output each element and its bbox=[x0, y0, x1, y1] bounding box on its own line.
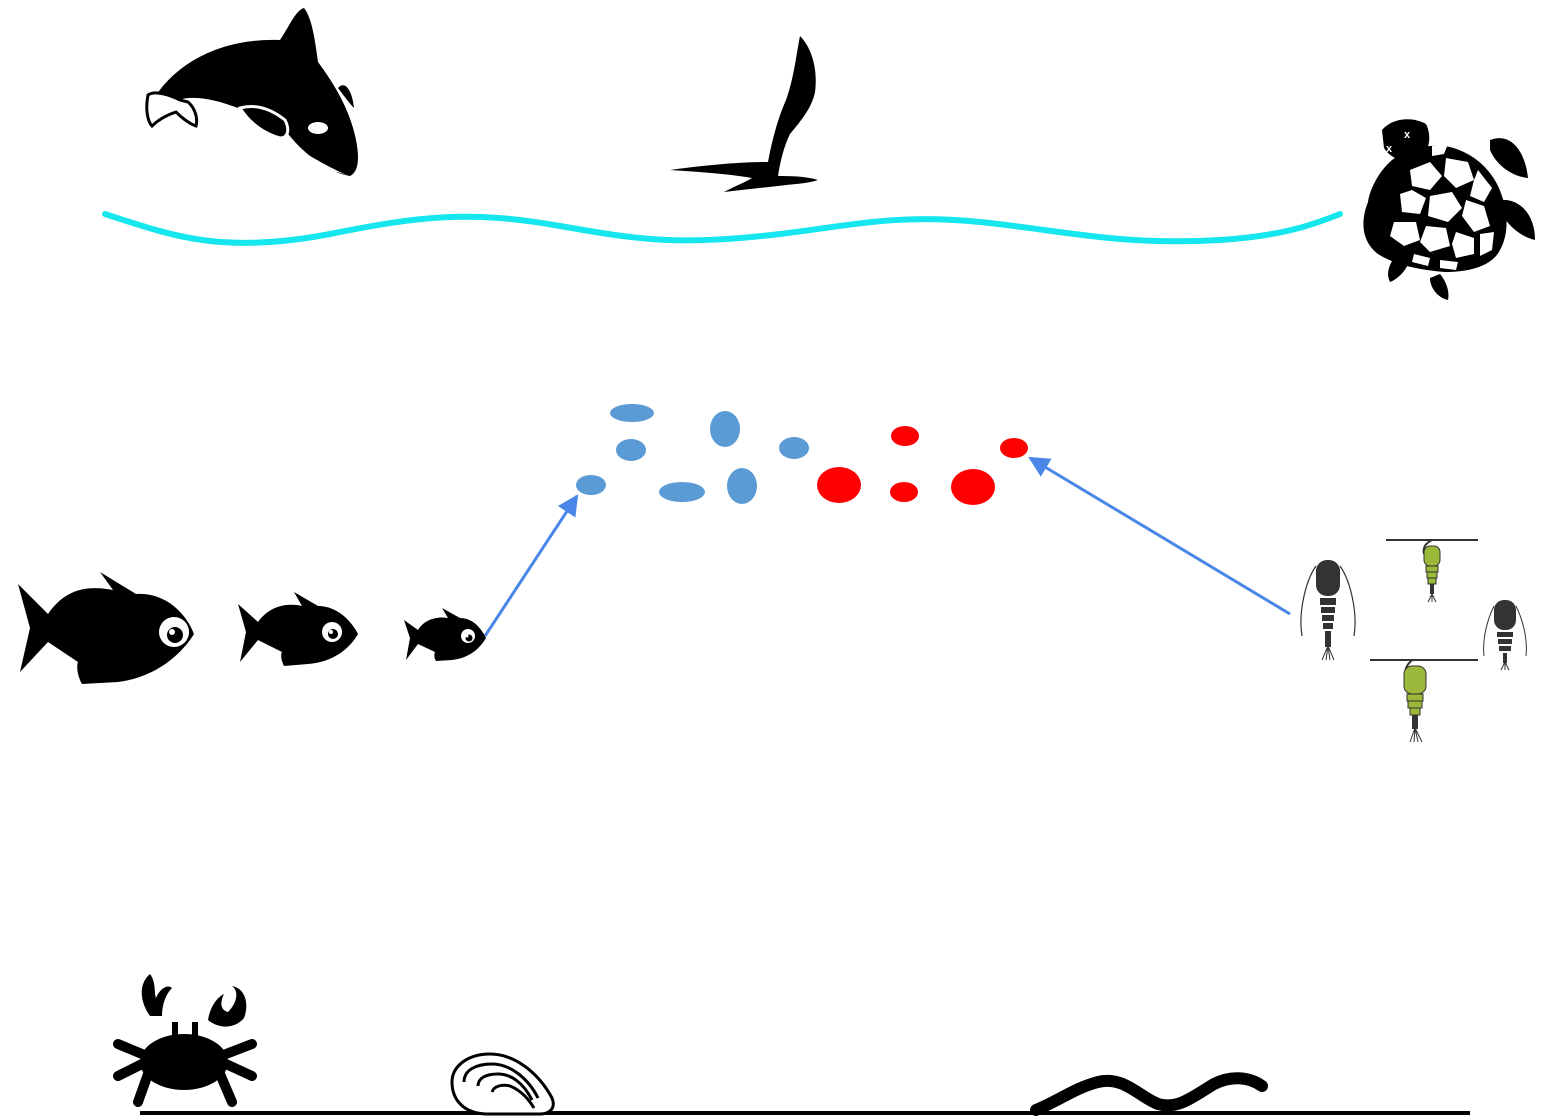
turtle-eye-mark-left: x bbox=[1386, 143, 1393, 155]
red-particle bbox=[890, 482, 918, 502]
copepod-icon bbox=[1370, 659, 1478, 743]
sea-surface-line bbox=[102, 211, 1343, 246]
arrow-copepods-to-red-particles bbox=[1028, 456, 1291, 616]
turtle-eye-mark-right: x bbox=[1404, 129, 1411, 141]
blue-particle bbox=[659, 482, 705, 502]
worm-icon bbox=[1030, 1072, 1268, 1116]
arrow-fish-to-blue-particles bbox=[483, 494, 579, 637]
sea-turtle-icon: x x bbox=[1363, 119, 1535, 300]
fish-small-icon bbox=[404, 608, 486, 661]
seabird-icon bbox=[670, 36, 818, 192]
copepod-icon bbox=[1483, 600, 1527, 671]
turtle-shell-pattern bbox=[1390, 144, 1494, 270]
blue-particles bbox=[576, 404, 809, 504]
copepod-icon bbox=[1386, 539, 1478, 603]
copepod-icon bbox=[1300, 560, 1356, 661]
red-particle bbox=[891, 426, 919, 446]
fish-large-icon bbox=[18, 572, 194, 684]
blue-particle bbox=[610, 404, 654, 422]
blue-particle bbox=[710, 411, 740, 447]
blue-particle bbox=[576, 475, 606, 495]
red-particle bbox=[1000, 438, 1028, 458]
red-particle bbox=[817, 467, 861, 503]
red-particles bbox=[817, 426, 1028, 505]
mussel-icon bbox=[450, 1052, 555, 1116]
blue-particle bbox=[616, 439, 646, 461]
fish-medium-icon bbox=[238, 592, 358, 666]
blue-particle bbox=[779, 437, 809, 459]
blue-particle bbox=[727, 468, 757, 504]
crab-icon bbox=[113, 974, 257, 1107]
red-particle bbox=[951, 469, 995, 505]
orca-icon bbox=[145, 8, 358, 176]
